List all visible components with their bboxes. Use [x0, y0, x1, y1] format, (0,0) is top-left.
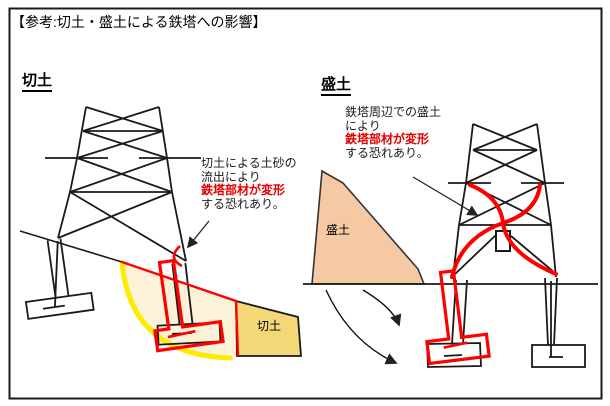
cut-soil-label: 切土	[257, 319, 282, 333]
footing-stem	[544, 277, 558, 346]
pressure-arrow-upper	[362, 289, 402, 327]
tower-top-xbrace	[472, 123, 538, 151]
cut-heading: 切土	[22, 69, 53, 92]
cut-annotation-line1: 切土による土砂の	[201, 156, 297, 170]
tower-upper-xbrace	[465, 149, 546, 184]
tower-lower-vbrace	[452, 233, 556, 277]
tower-lower-xbrace	[57, 191, 187, 262]
fill-tower	[448, 123, 564, 278]
deformed-members	[450, 183, 558, 279]
tower-right-leg	[158, 106, 187, 262]
deformed-footing-outline	[425, 269, 491, 366]
deformed-footing-tick	[443, 341, 468, 349]
cut-diagram	[19, 106, 302, 361]
cut-note-arrow	[186, 220, 210, 249]
slope-ground-line	[19, 230, 123, 263]
tower-left-leg	[452, 123, 474, 278]
fill-footing-intact	[531, 277, 586, 368]
fill-diagram	[303, 123, 598, 368]
outer-frame	[8, 7, 603, 400]
footing-stem	[46, 238, 70, 298]
fill-heading: 盛土	[321, 73, 352, 96]
tower-upper-xbrace	[76, 130, 168, 159]
fill-note-arrow	[412, 176, 479, 216]
fill-annotation-line1: 鉄塔周辺での盛土	[345, 105, 442, 119]
cut-annotation-line4: する恐れあり。	[201, 196, 285, 211]
footing-stem	[171, 263, 194, 325]
fill-soil-mound	[311, 169, 426, 285]
footing-base	[156, 321, 222, 346]
fill-footing-deformed	[425, 269, 491, 366]
footing-base	[24, 291, 95, 320]
footing-axis	[54, 240, 59, 308]
footing-tick	[443, 354, 463, 357]
footing-tick	[42, 304, 65, 310]
cut-annotation-warning: 鉄塔部材が変形	[201, 183, 286, 197]
tower-left-leg	[57, 106, 87, 239]
cut-annotation-line2: 流出により	[201, 169, 261, 184]
cut-tower	[45, 106, 201, 262]
buckled-member	[172, 245, 183, 268]
fill-annotation-warning: 鉄塔部材が変形	[345, 132, 430, 146]
fill-annotation-line2: により	[345, 118, 381, 133]
fill-annotation-line4: する恐れあり。	[345, 145, 429, 160]
fill-annotation: 鉄塔周辺での盛土 により 鉄塔部材が変形 する恐れあり。	[345, 105, 442, 160]
tower-mid-xbrace	[69, 157, 173, 193]
deformed-footing-outline	[153, 258, 225, 353]
footing-base	[531, 344, 586, 368]
tower-top-xbrace	[82, 106, 164, 132]
fill-soil-label: 盛土	[326, 223, 351, 237]
cut-footing-intact	[24, 238, 95, 320]
buckled-brace-right-to-left	[450, 183, 542, 279]
cut-footing-deformed	[153, 258, 225, 353]
figure-title: 【参考:切土・盛土による鉄塔への影響】	[11, 14, 267, 30]
fill-footing-damaged-original	[426, 279, 482, 368]
cut-annotation: 切土による土砂の 流出により 鉄塔部材が変形 する恐れあり。	[201, 156, 297, 211]
slip-arc	[119, 260, 233, 361]
tower-right-leg	[536, 123, 557, 278]
deformed-footing-tick	[167, 329, 196, 339]
pressure-arrow-lower	[325, 289, 398, 365]
tower-mid-xbrace	[458, 182, 552, 226]
